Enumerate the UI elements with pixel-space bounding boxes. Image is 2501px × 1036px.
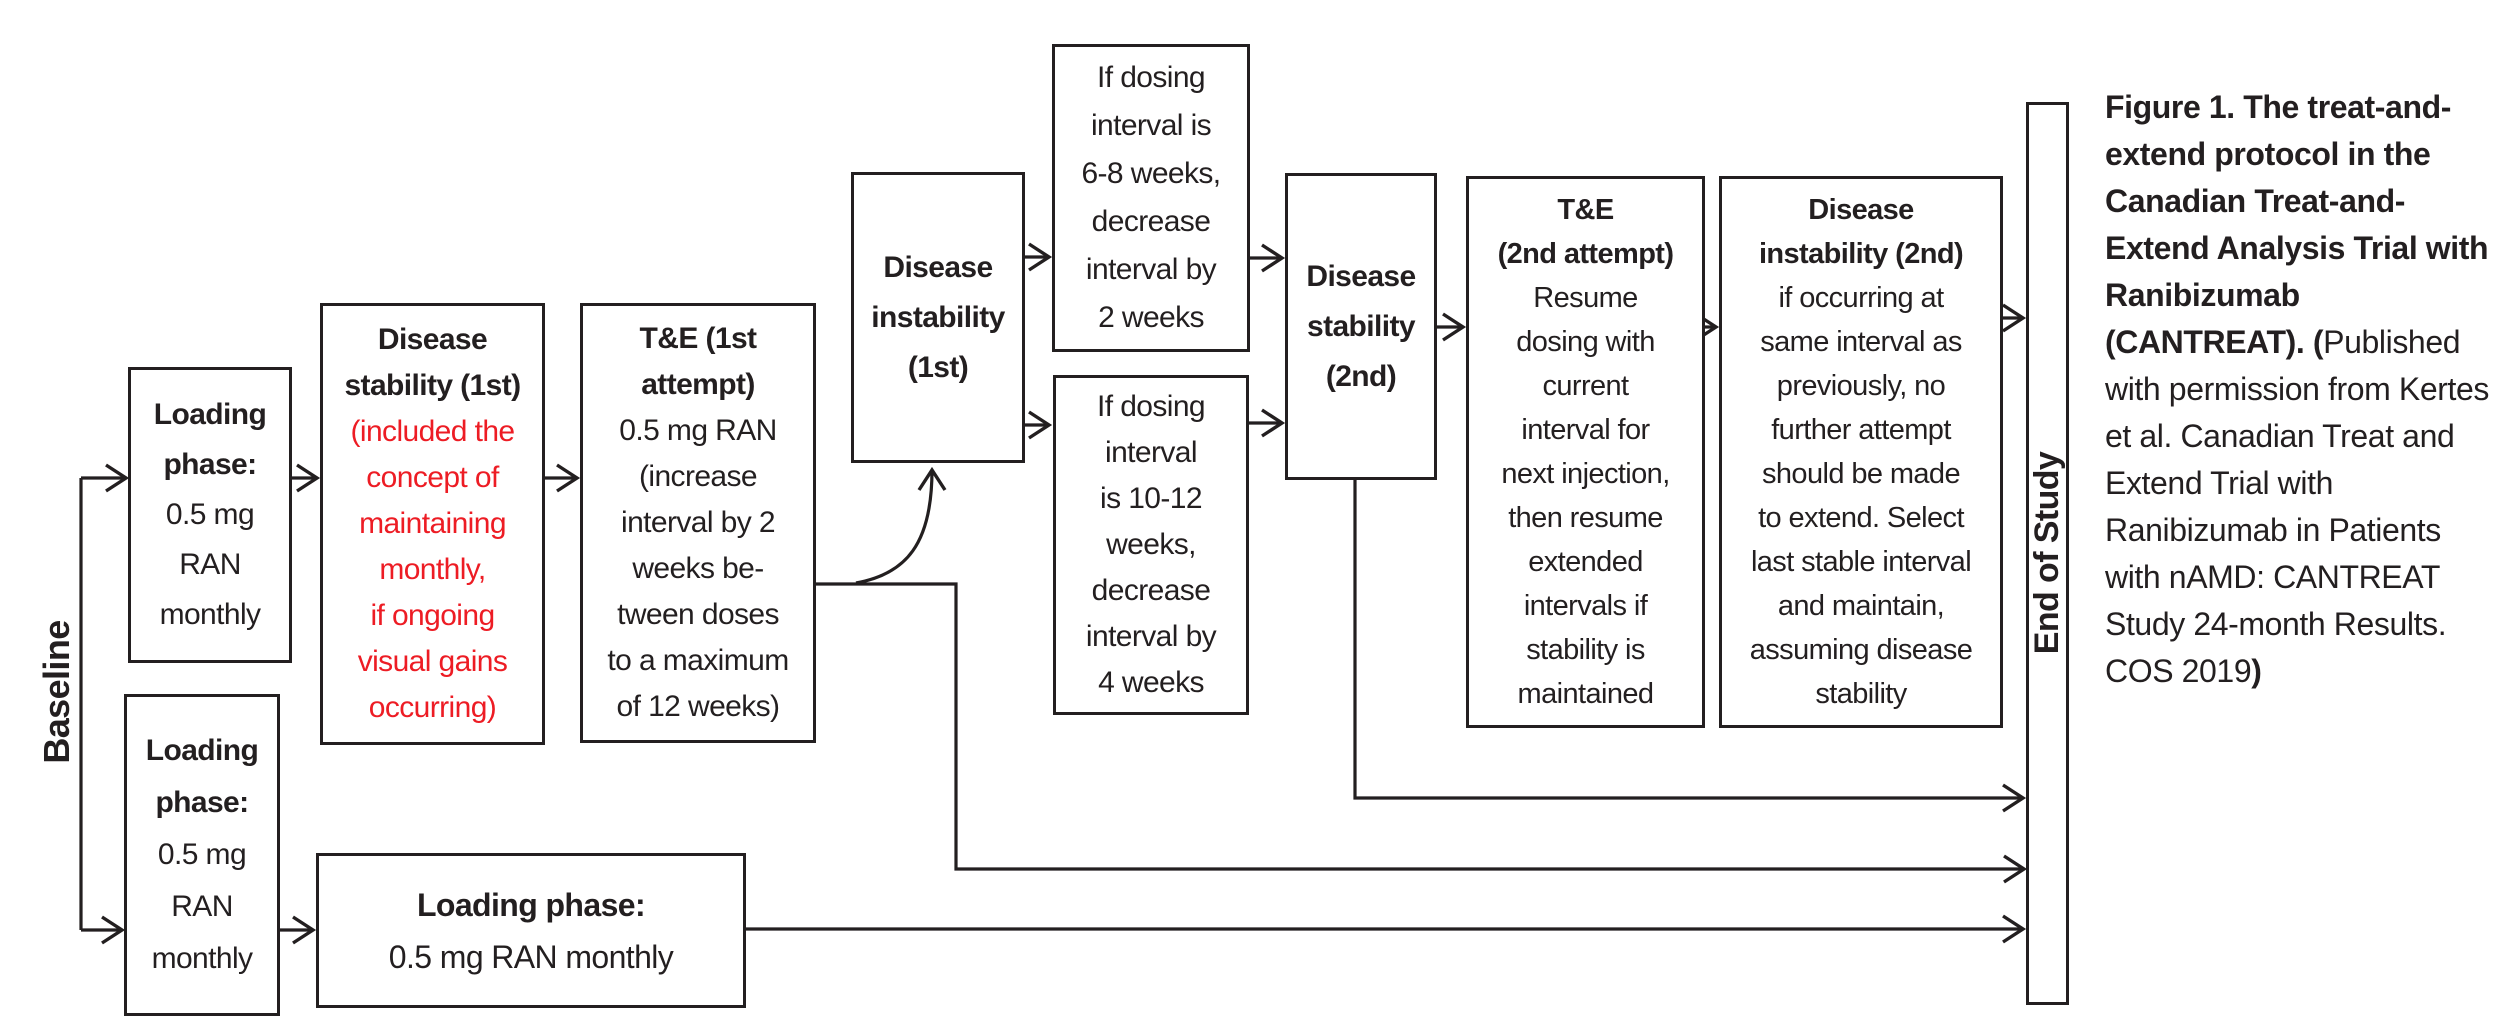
- node-disease-stability-1st: Disease stability (1st) (included the co…: [320, 303, 545, 745]
- node-body: if occurring at same interval as previou…: [1749, 282, 1973, 710]
- end-of-study-bar: [2026, 102, 2069, 1005]
- node-loading-phase-bottom: Loading phase: 0.5 mg RAN monthly: [124, 694, 280, 1016]
- node-loading-phase-wide: Loading phase: 0.5 mg RAN monthly: [316, 853, 746, 1008]
- arrow-te1-to-end-of-study: [816, 582, 2028, 884]
- node-te-2nd-attempt: T&E (2nd attempt) Resume dosing with cur…: [1466, 176, 1705, 728]
- node-title: T&E (2nd attempt): [1497, 194, 1674, 270]
- caption-regular: Published with permission from Kertes et…: [2105, 324, 2489, 689]
- node-body: If dosing interval is 10-12 weeks, decre…: [1085, 390, 1217, 699]
- arrow-stability2-to-end-of-study: [1353, 480, 2027, 813]
- node-body: Resume dosing with current interval for …: [1501, 282, 1670, 710]
- caption-bold-lead: Figure 1. The treat-and-extend protocol …: [2105, 89, 2489, 360]
- node-body: 0.5 mg RAN monthly: [159, 498, 261, 631]
- node-title: Disease stability (2nd): [1306, 259, 1416, 393]
- caption-bold-close: ): [2251, 653, 2262, 689]
- node-title: Loading phase:: [153, 398, 267, 481]
- node-title: Disease instability (2nd): [1758, 194, 1964, 270]
- node-title: T&E (1st attempt): [639, 322, 757, 401]
- node-disease-instability-1st: Disease instability (1st): [851, 172, 1025, 463]
- node-interval-6-8-weeks: If dosing interval is 6-8 weeks, decreas…: [1052, 44, 1250, 352]
- node-title: Loading phase:: [416, 886, 646, 923]
- node-interval-10-12-weeks: If dosing interval is 10-12 weeks, decre…: [1053, 375, 1249, 715]
- node-disease-stability-2nd: Disease stability (2nd): [1285, 173, 1437, 480]
- node-disease-instability-2nd: Disease instability (2nd) if occurring a…: [1719, 176, 2003, 728]
- node-loading-phase-top: Loading phase: 0.5 mg RAN monthly: [128, 367, 292, 663]
- node-title: Disease instability (1st): [871, 250, 1005, 384]
- node-body: 0.5 mg RAN monthly: [151, 838, 253, 975]
- end-of-study-label: End of Study: [2027, 451, 2066, 655]
- node-body: If dosing interval is 6-8 weeks, decreas…: [1081, 61, 1221, 334]
- figure-caption: Figure 1. The treat-and-extend protocol …: [2105, 84, 2501, 695]
- node-title: Disease stability (1st): [344, 323, 521, 402]
- node-body-red: (included the concept of maintaining mon…: [350, 415, 516, 724]
- node-te-1st-attempt: T&E (1st attempt) 0.5 mg RAN (increase i…: [580, 303, 816, 743]
- node-title: Loading phase:: [145, 734, 259, 819]
- node-body: 0.5 mg RAN (increase interval by 2 weeks…: [607, 414, 789, 723]
- baseline-label: Baseline: [36, 620, 77, 764]
- arrow-te1-curve-to-instability1: [855, 466, 947, 585]
- node-body: 0.5 mg RAN monthly: [388, 938, 674, 975]
